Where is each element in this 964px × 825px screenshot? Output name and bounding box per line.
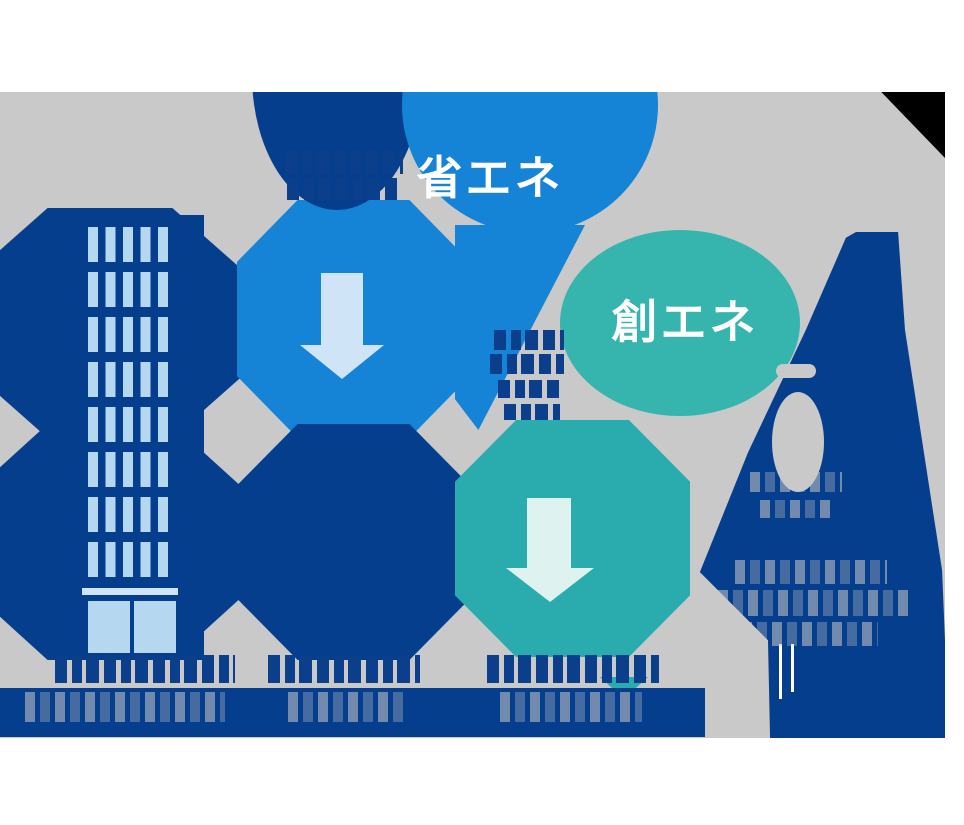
garbled-text-fragment: [735, 560, 887, 584]
garbled-text-fragment: [25, 692, 225, 722]
garbled-text-fragment: [285, 150, 403, 174]
energy-creation-bubble: [560, 230, 800, 416]
window-row: [88, 497, 168, 532]
knockout-line: [779, 644, 782, 699]
building-door-left: [88, 601, 130, 653]
building-windows: [88, 227, 168, 587]
window-row: [88, 272, 168, 307]
garbled-text-fragment: [504, 404, 560, 420]
down-arrow-blue: [321, 273, 363, 347]
garbled-text-fragment: [490, 354, 564, 374]
building-entrance-canopy: [82, 588, 178, 595]
window-row: [88, 317, 168, 352]
energy-saving-label: 省エネ: [416, 152, 564, 204]
diagram-gray-section: 省エネ 創エネ: [0, 92, 945, 738]
building-door-right: [134, 601, 176, 653]
window-row: [88, 542, 168, 577]
garbled-text-fragment: [55, 655, 235, 683]
garbled-text-fragment: [760, 500, 832, 518]
garbled-text-fragment: [498, 380, 560, 398]
garbled-text-fragment: [487, 655, 659, 683]
down-arrow-teal: [527, 498, 571, 570]
garbled-text-fragment: [718, 590, 910, 616]
corner-cut-shape: [881, 92, 945, 158]
garbled-text-fragment: [287, 178, 399, 200]
building-illustration: [64, 215, 204, 660]
window-row: [88, 227, 168, 262]
garbled-text-fragment: [288, 692, 406, 722]
knockout-dash: [776, 364, 816, 378]
garbled-text-fragment: [750, 472, 842, 492]
garbled-text-fragment: [268, 655, 420, 683]
energy-creation-octagon: [455, 420, 690, 657]
knockout-line: [791, 644, 794, 692]
energy-creation-label: 創エネ: [611, 296, 759, 348]
window-row: [88, 362, 168, 397]
navy-octagon-center: [237, 424, 470, 660]
garbled-text-fragment: [742, 622, 878, 646]
window-row: [88, 452, 168, 487]
window-row: [88, 407, 168, 442]
garbled-text-fragment: [500, 692, 642, 722]
garbled-text-fragment: [494, 330, 564, 350]
